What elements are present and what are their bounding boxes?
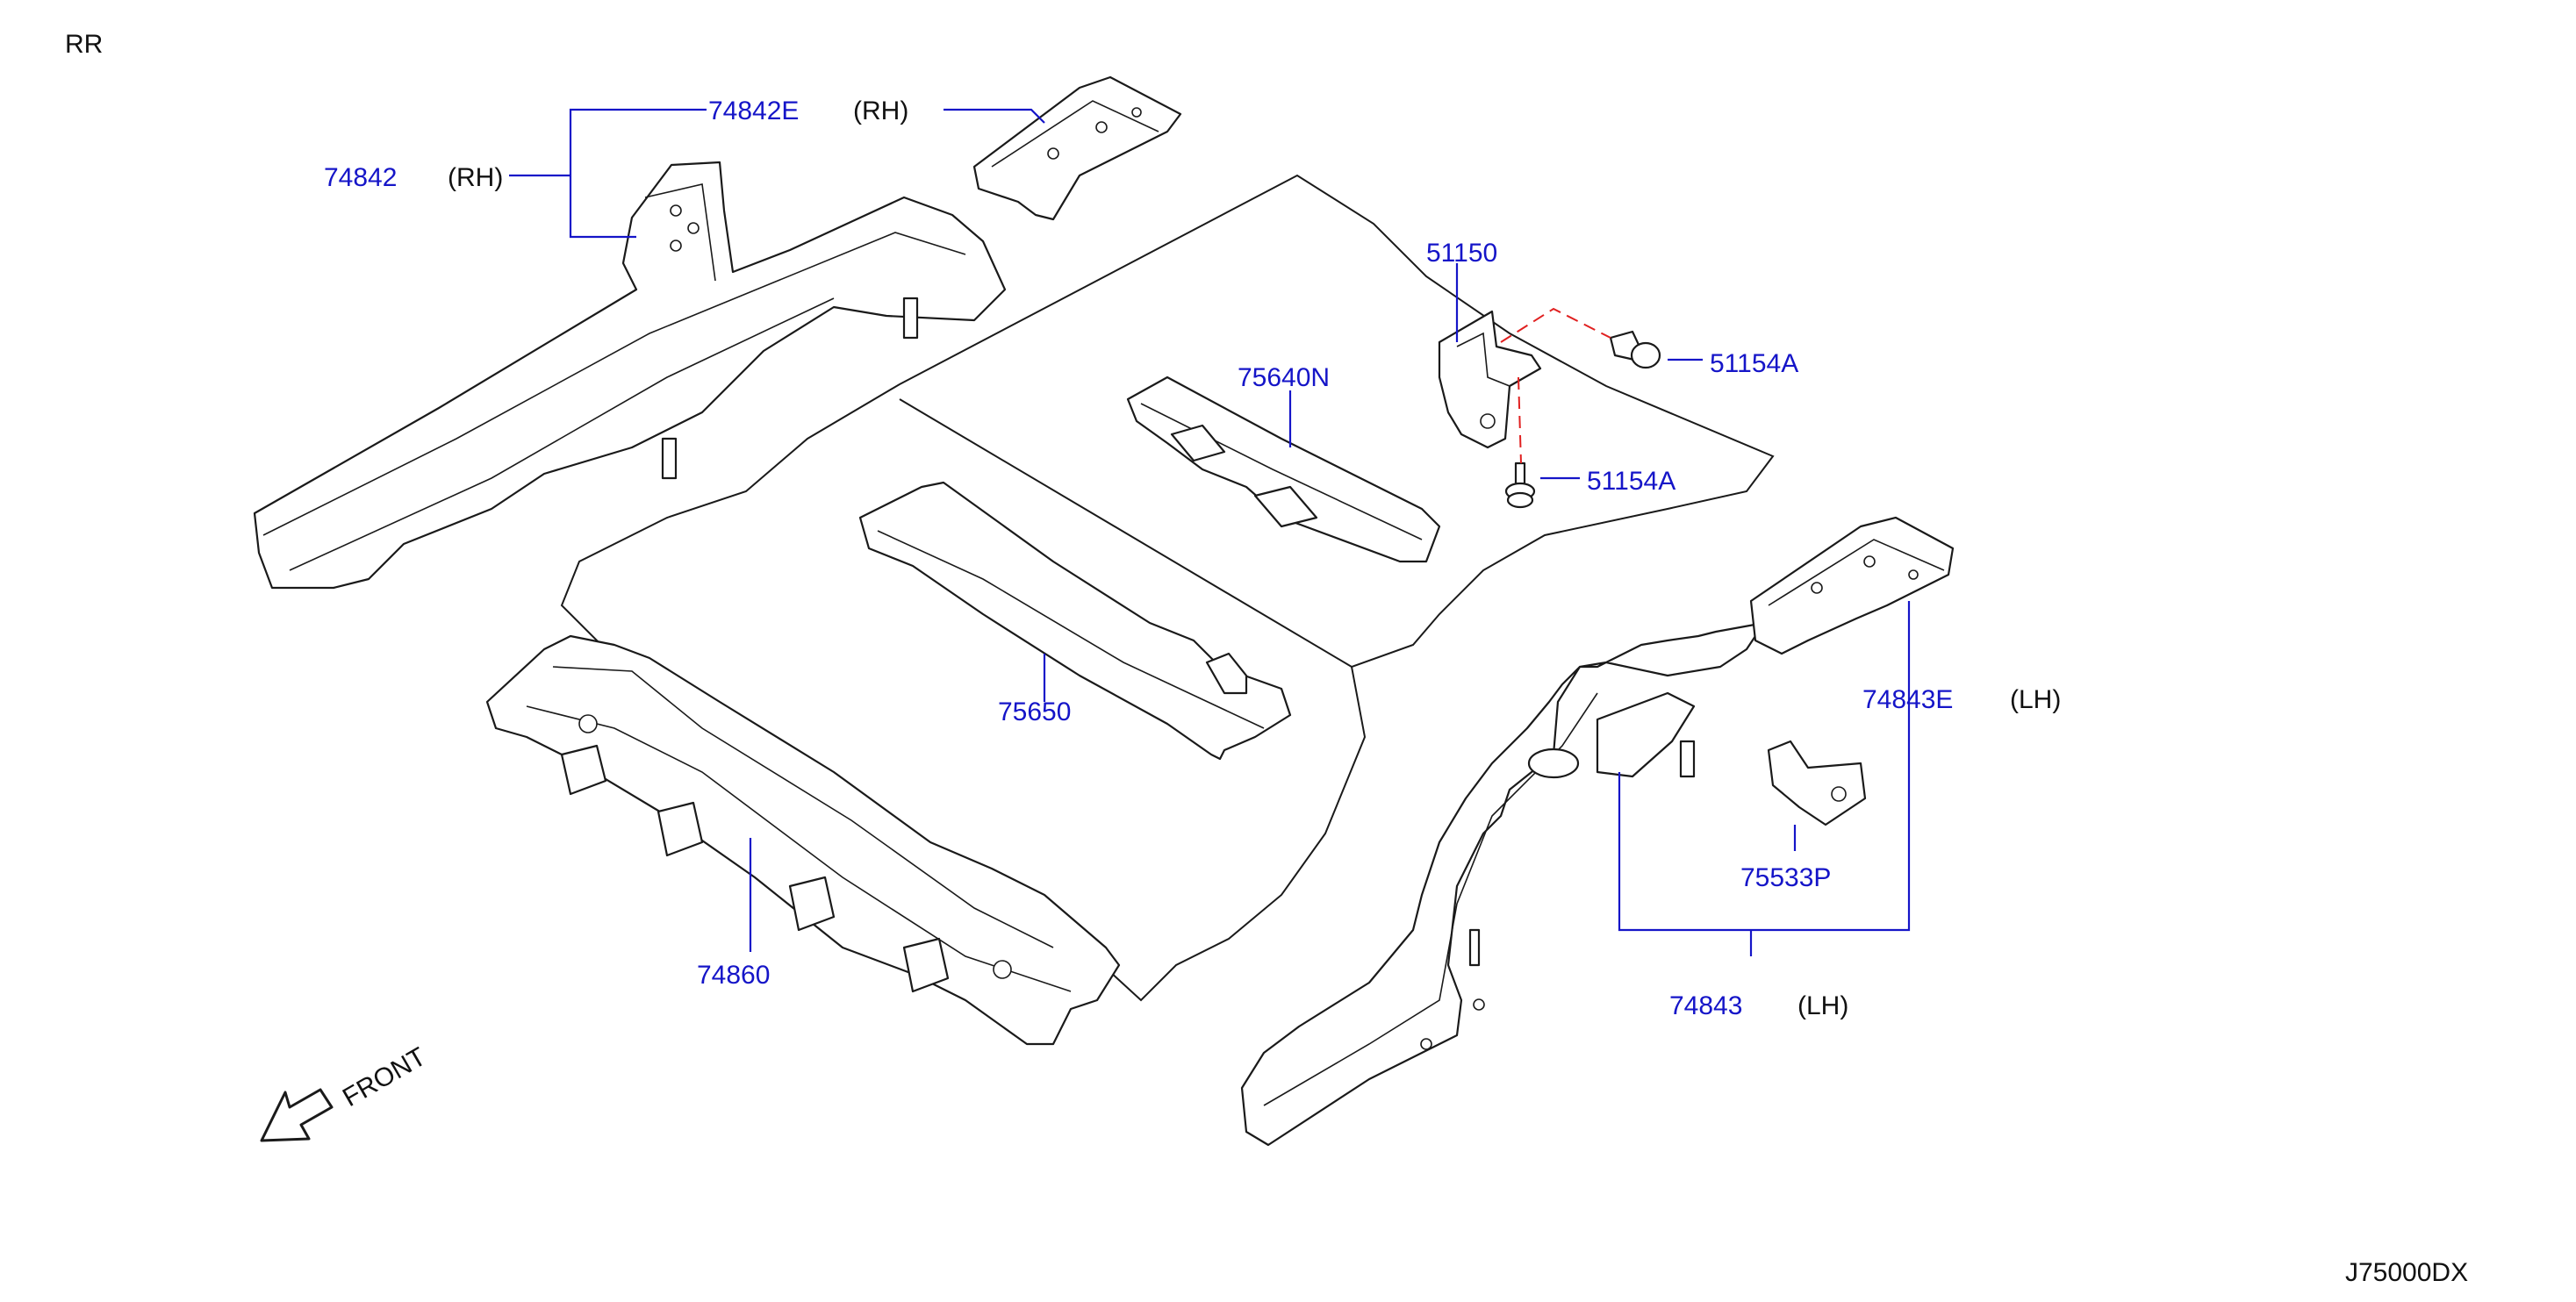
part-51154A-bolt-upper[interactable] xyxy=(1609,330,1661,369)
part-74860-floor-member[interactable] xyxy=(485,634,1121,1046)
label-74860[interactable]: 74860 xyxy=(697,961,770,990)
label-74842E[interactable]: 74842E xyxy=(708,97,799,125)
floor-panel-outline xyxy=(560,174,1775,1002)
label-51154A-upper[interactable]: 51154A xyxy=(1710,349,1798,378)
part-74843E-bracket-lh[interactable] xyxy=(1749,516,1955,655)
label-74843-side: (LH) xyxy=(1797,991,1848,1020)
section-label: RR xyxy=(65,30,103,59)
diagram-code: J75000DX xyxy=(2345,1258,2468,1287)
front-arrow-icon xyxy=(260,1088,334,1142)
label-75640N[interactable]: 75640N xyxy=(1238,363,1330,392)
part-51154A-bolt-lower[interactable] xyxy=(1504,461,1536,509)
label-74842E-side: (RH) xyxy=(853,97,908,125)
leader-lines xyxy=(509,108,1911,956)
label-75650[interactable]: 75650 xyxy=(998,698,1071,726)
part-74842-side-member-rh[interactable] xyxy=(253,161,1007,590)
front-direction: FRONT xyxy=(260,1042,431,1142)
part-labels: 74842 (RH) 74842E (RH) 51150 51154A 5115… xyxy=(324,97,2061,1020)
label-74843E-side: (LH) xyxy=(2010,685,2061,714)
label-74843[interactable]: 74843 xyxy=(1669,991,1742,1020)
label-51154A-lower[interactable]: 51154A xyxy=(1587,467,1675,496)
part-75650-cross-member[interactable] xyxy=(858,481,1292,761)
label-51150[interactable]: 51150 xyxy=(1426,239,1497,268)
label-74843E[interactable]: 74843E xyxy=(1862,685,1953,714)
label-74842[interactable]: 74842 xyxy=(324,163,397,192)
part-51150-mount-bracket[interactable] xyxy=(1438,310,1542,449)
part-75640N-cross-member[interactable] xyxy=(1126,376,1441,563)
front-label: FRONT xyxy=(338,1042,431,1112)
part-75533P-bracket[interactable] xyxy=(1767,740,1867,826)
part-74843-side-member-lh[interactable] xyxy=(1240,621,1766,1147)
dashed-leader-51154A xyxy=(1500,307,1611,464)
label-75533P[interactable]: 75533P xyxy=(1740,863,1831,892)
part-74842E-bracket-rh[interactable] xyxy=(972,75,1182,221)
label-74842-side: (RH) xyxy=(448,163,503,192)
